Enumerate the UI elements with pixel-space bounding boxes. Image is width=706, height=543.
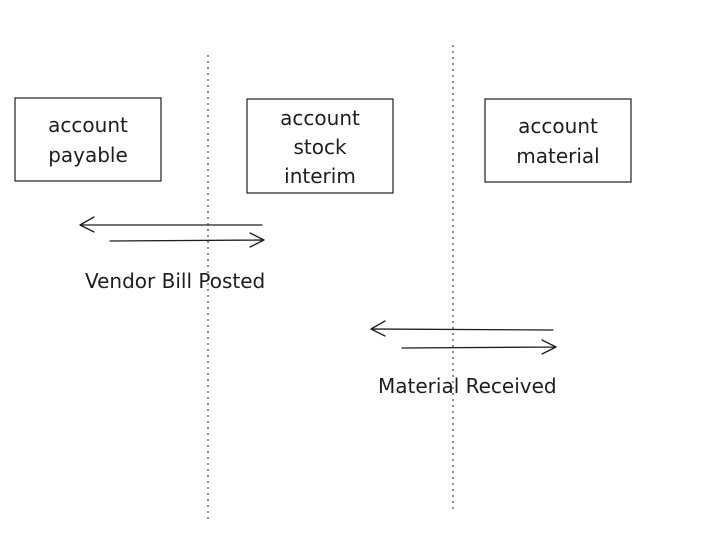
box-text: payable [48,143,128,167]
box-text: account [518,114,598,138]
transition-label: Material Received [378,374,557,398]
box-text: interim [284,164,356,188]
box-account-payable: account payable [14,97,162,182]
box-text: material [516,144,599,168]
box-account-stock-interim: account stock interim [246,98,394,194]
arrow-right [401,339,557,355]
box-text: stock [293,135,346,159]
transition-label: Vendor Bill Posted [85,269,265,293]
arrow-right [109,232,265,248]
transition-material-received: Material Received [370,320,557,398]
box-account-material: account material [484,98,632,183]
box-text: account [280,106,360,130]
box-text: account [48,113,128,137]
arrow-left [79,216,263,233]
transition-vendor-bill-posted: Vendor Bill Posted [79,216,265,293]
arrow-left [370,320,554,337]
